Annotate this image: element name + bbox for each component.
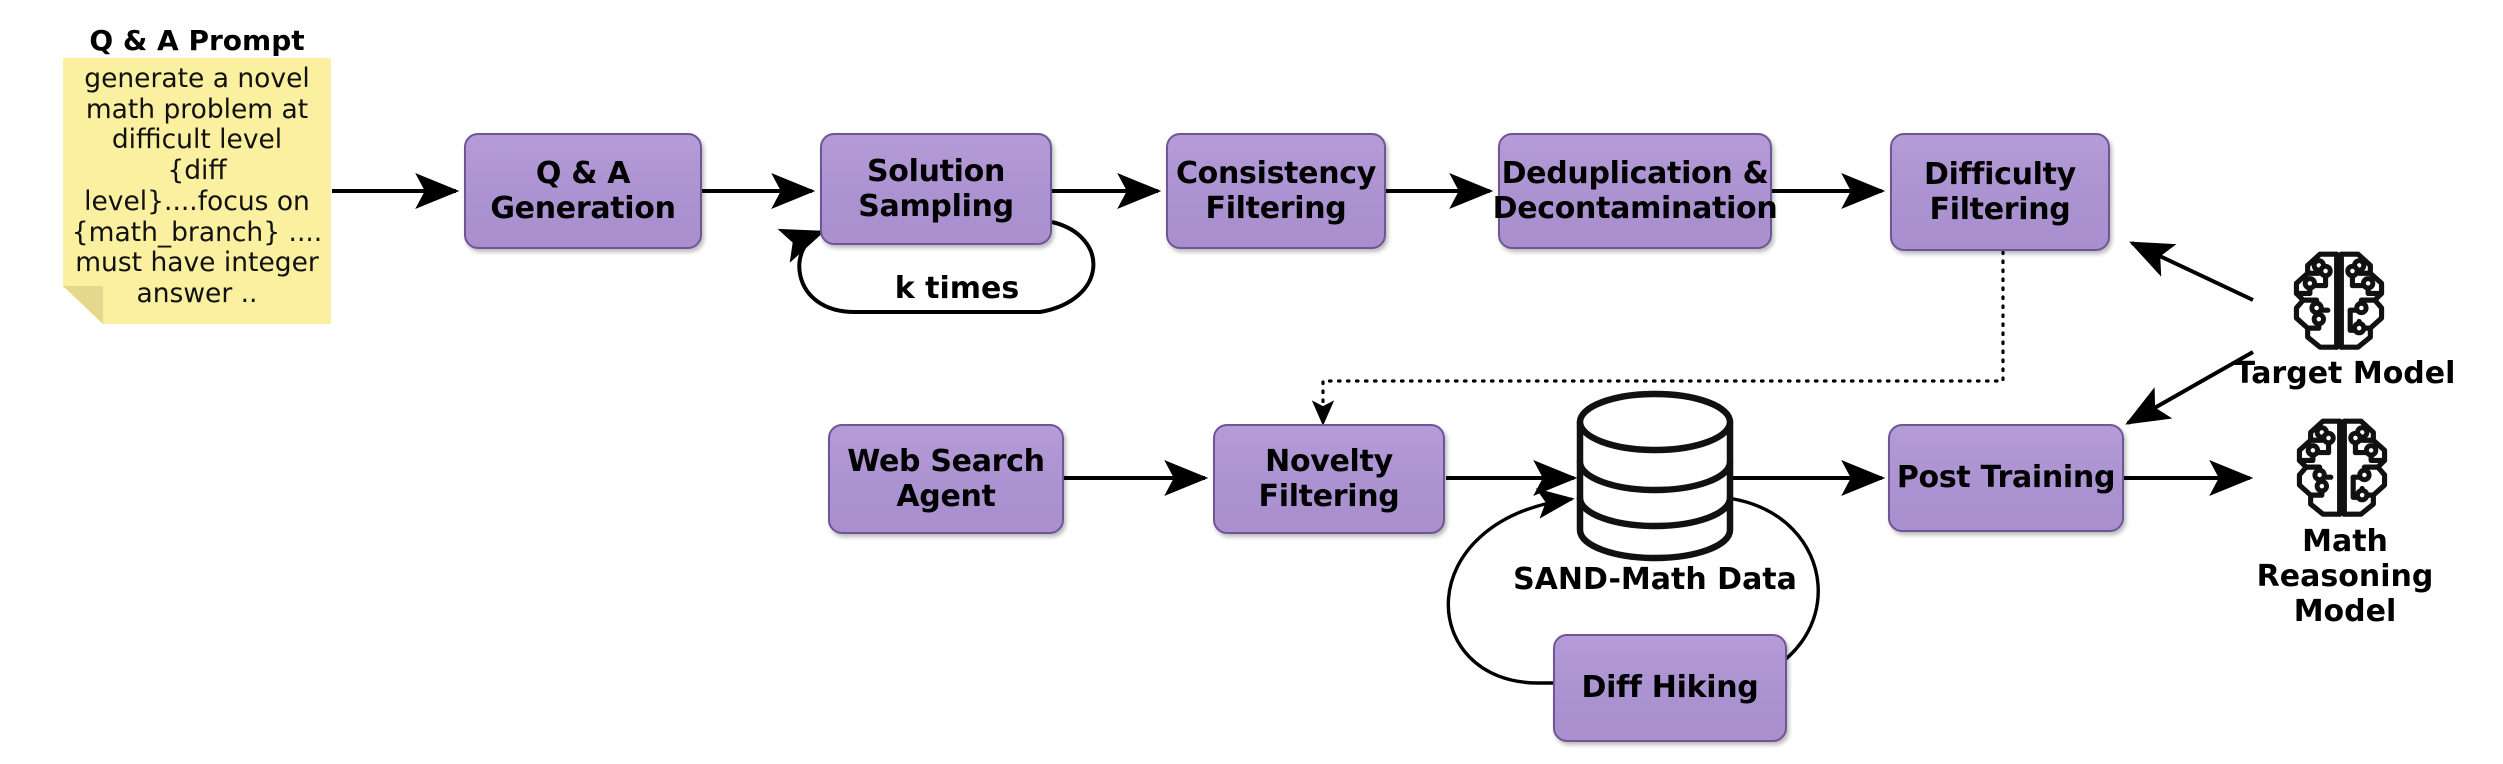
- sticky-note-shape: [63, 58, 331, 324]
- database-cylinder-icon: [1576, 390, 1734, 562]
- node-post-training[interactable]: Post Training: [1888, 424, 2124, 532]
- edge-k-times-loop: [777, 220, 1096, 314]
- target-model-label: Target Model: [2234, 356, 2456, 391]
- node-web-search-agent[interactable]: Web Search Agent: [828, 424, 1064, 534]
- qa-prompt-note-text: generate a novel math problem at difficu…: [71, 63, 323, 310]
- qa-prompt-note: Q & A Prompt generate a novel math probl…: [63, 24, 331, 324]
- edge-difficulty-to-novelty-dotted: [1311, 250, 2005, 426]
- sand-math-data-label: SAND-Math Data: [1513, 562, 1797, 597]
- node-solution-sampling[interactable]: Solution Sampling: [820, 133, 1052, 245]
- node-qa-generation[interactable]: Q & A Generation: [464, 133, 702, 249]
- node-diff-hiking[interactable]: Diff Hiking: [1553, 634, 1787, 742]
- edge-target-to-post-training: [2125, 350, 2254, 425]
- k-times-label: k times: [894, 271, 1020, 306]
- target-model-brain-icon: [2293, 251, 2385, 350]
- edge-target-to-difficulty: [2129, 241, 2254, 302]
- node-dedup-decontamination[interactable]: Deduplication & Decontamination: [1493, 133, 1778, 249]
- math-reasoning-model-brain-icon: [2296, 418, 2388, 517]
- qa-prompt-note-title: Q & A Prompt: [89, 24, 305, 57]
- node-novelty-filtering[interactable]: Novelty Filtering: [1213, 424, 1445, 534]
- math-reasoning-model-label: Math Reasoning Model: [2256, 524, 2434, 630]
- edge-diff-hiking-loop: [1446, 488, 1820, 685]
- node-difficulty-filtering[interactable]: Difficulty Filtering: [1890, 133, 2110, 251]
- node-consistency-filtering[interactable]: Consistency Filtering: [1166, 133, 1386, 249]
